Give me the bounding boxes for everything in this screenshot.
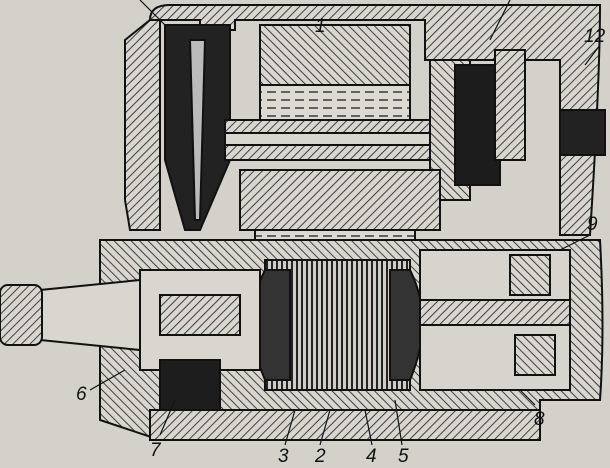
callout-2: 2 [314,446,326,467]
callout-9: 9 [587,214,598,235]
callout-7: 7 [150,440,162,461]
housing [0,4,606,442]
callout-12: 12 [584,26,606,47]
callout-4: 4 [366,446,377,467]
leader-lines [89,0,601,446]
callout-labels: 1 12 9 6 7 3 2 4 5 8 [76,16,606,467]
callout-1: 1 [315,16,326,37]
callout-8: 8 [534,409,545,430]
callout-3: 3 [278,446,289,467]
callout-6: 6 [76,384,87,405]
callout-5: 5 [398,446,409,467]
